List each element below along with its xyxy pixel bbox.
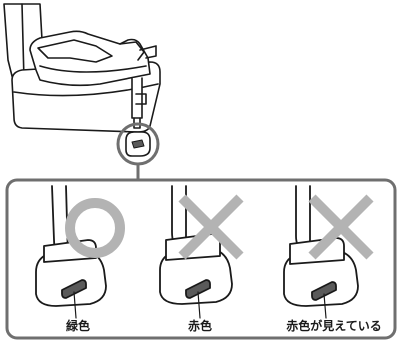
panel-green: 緑色 [35,185,125,333]
cross-ng-icon [308,194,374,260]
base-side-line [39,65,147,73]
base-shell [37,39,113,63]
indicator-2 [185,279,211,299]
isofix-arm [139,45,157,59]
cross-ng-icon [178,194,244,260]
pointer-line-1 [73,291,77,319]
pointer-line-3 [323,293,327,319]
circle-ok-icon [65,198,125,258]
base-body [29,30,151,87]
base-handle [119,41,145,61]
seat-back-inner-line [21,3,25,81]
panel-red-visible: 赤色が見えている [283,185,382,333]
pointer-line-2 [197,291,201,319]
panel-label-red-visible: 赤色が見えている [286,318,381,333]
support-leg-button [135,93,147,105]
panel-label-green: 緑色 [66,318,90,333]
leg-tube-3 [295,185,311,251]
base-illustration [3,3,161,157]
indicator-3 [311,281,337,301]
indicator-1 [61,279,87,299]
indicator-window-small [131,139,145,149]
support-leg-upper [131,77,143,119]
panel-label-red: 赤色 [188,318,212,333]
panel-red: 赤色 [159,185,244,333]
